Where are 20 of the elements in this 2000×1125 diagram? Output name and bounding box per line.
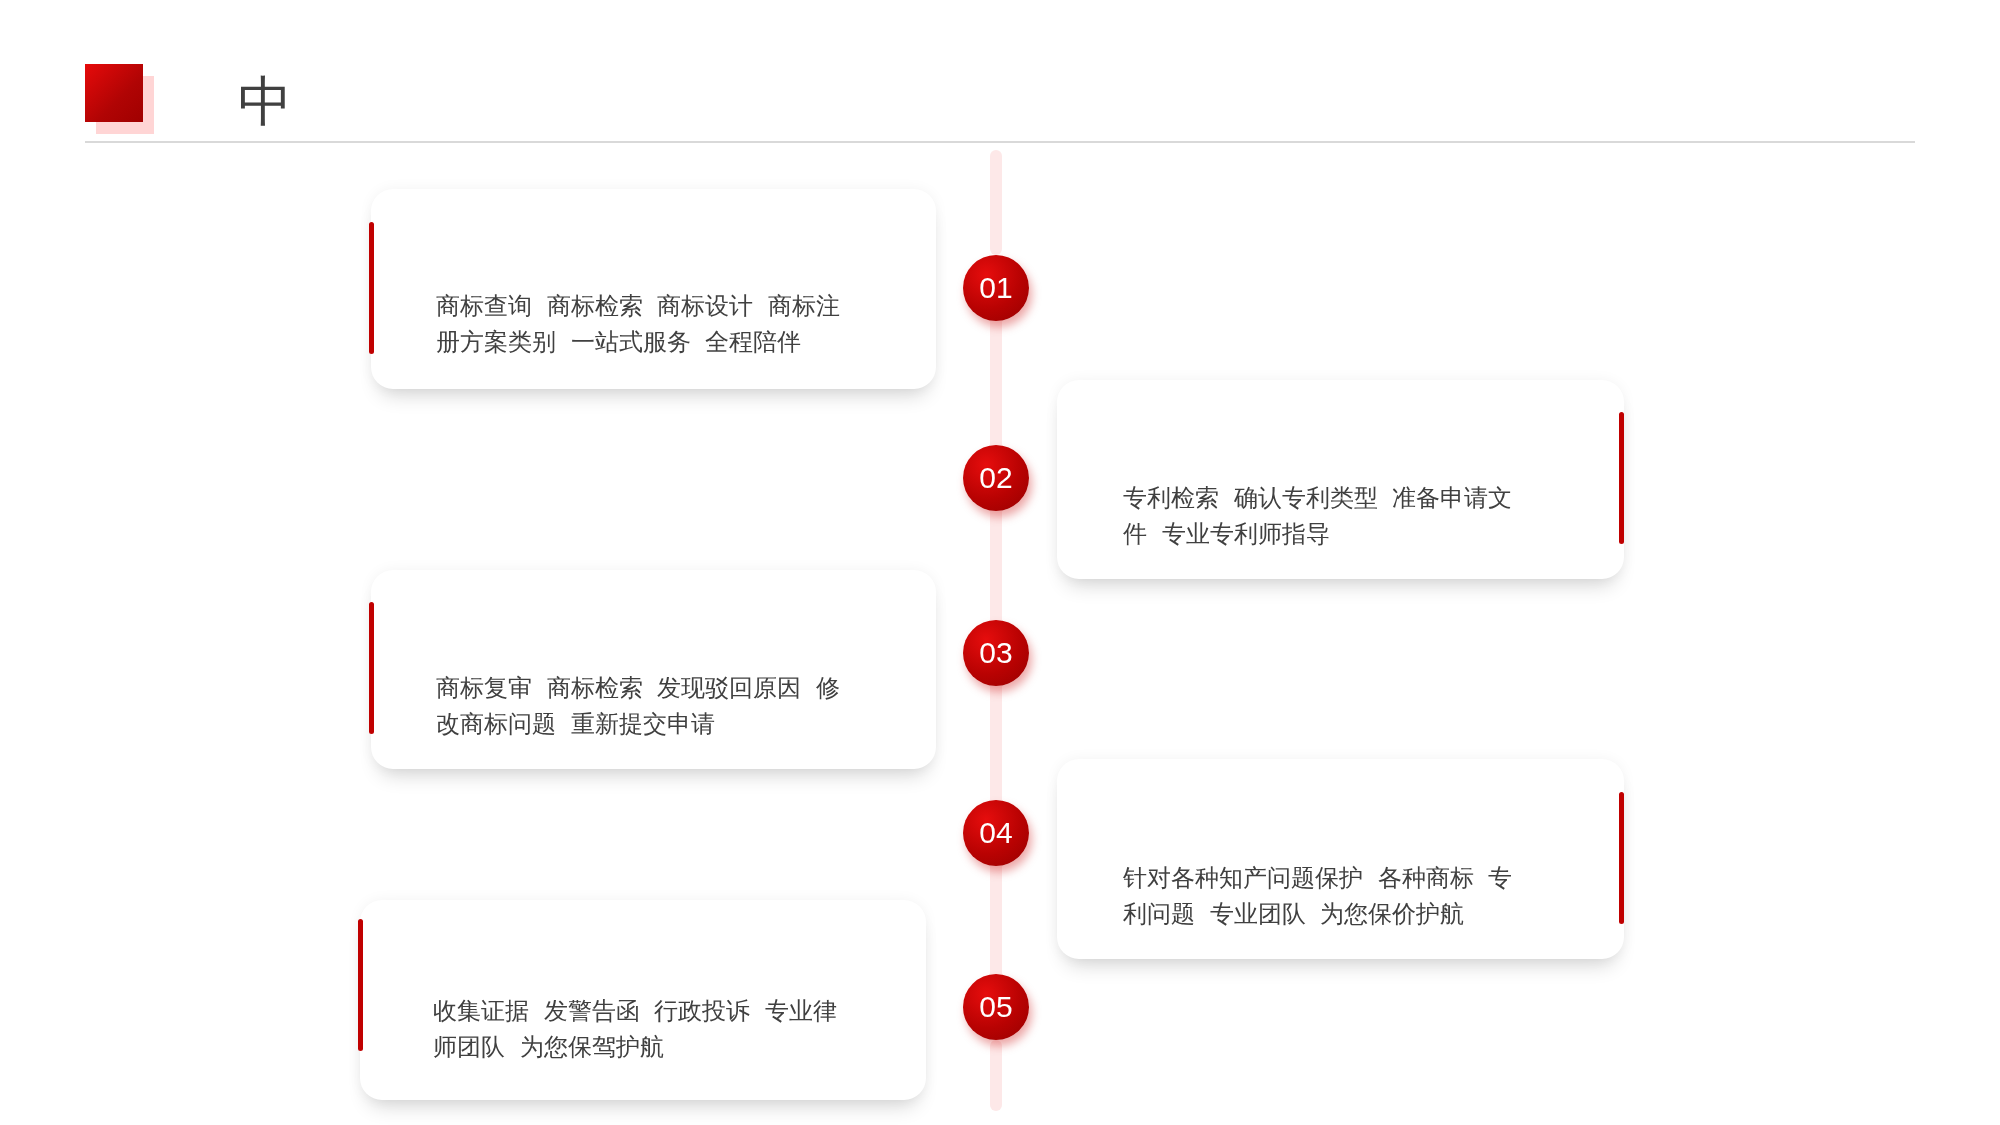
service-card [371, 189, 936, 389]
timeline-connector [990, 686, 1002, 800]
step-number: 01 [979, 273, 1013, 303]
service-card [1057, 759, 1624, 959]
card-text: 针对各种知产问题保护 各种商标 专利问题 专业团队 为您保价护航 [1123, 863, 1514, 929]
page-title: 中 [238, 74, 292, 128]
card-text: 商标复审 商标检索 发现驳回原因 修改商标问题 重新提交申请 [436, 673, 841, 739]
card-text: 专利检索 确认专利类型 准备申请文件 专业专利师指导 [1123, 483, 1514, 549]
step-number: 02 [979, 463, 1013, 493]
step-number: 03 [979, 638, 1013, 668]
timeline-connector [990, 321, 1002, 445]
service-card [1057, 380, 1624, 579]
service-card [360, 900, 926, 1100]
card-text: 商标查询 商标检索 商标设计 商标注册方案类别 一站式服务 全程陪伴 [436, 291, 841, 357]
step-number: 05 [979, 992, 1013, 1022]
timeline-connector [990, 866, 1002, 974]
service-card [371, 570, 936, 769]
step-number: 04 [979, 818, 1013, 848]
card-text: 收集证据 发警告函 行政投诉 专业律师团队 为您保驾护航 [433, 996, 838, 1062]
timeline-connector [990, 511, 1002, 620]
